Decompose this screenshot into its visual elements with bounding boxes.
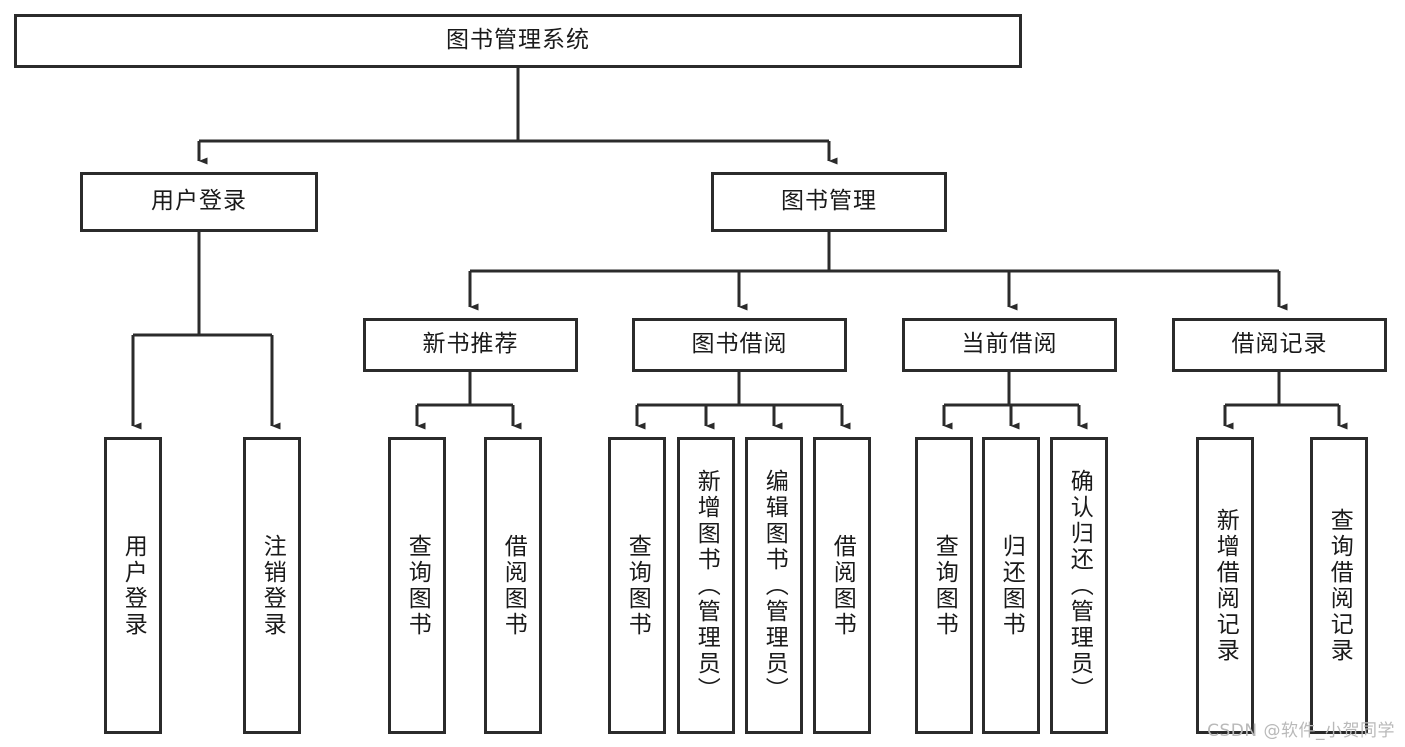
node-leaf-edit-book[interactable]: 编辑图书（管理员） — [745, 437, 803, 734]
node-leaf-user-login[interactable]: 用户登录 — [104, 437, 162, 734]
node-leaf-add-borrow-record[interactable]: 新增借阅记录 — [1196, 437, 1254, 734]
node-book-manage[interactable]: 图书管理 — [711, 172, 947, 232]
node-label-borrow-record: 借阅记录 — [1231, 331, 1328, 358]
node-current-borrow[interactable]: 当前借阅 — [902, 318, 1117, 372]
node-label-new-book-recommend: 新书推荐 — [422, 331, 519, 358]
node-label-leaf-query-book-borrow: 查询图书 — [624, 533, 651, 638]
node-label-leaf-query-book-recommend: 查询图书 — [404, 533, 431, 638]
node-leaf-borrow-book[interactable]: 借阅图书 — [813, 437, 871, 734]
connector-group — [131, 68, 1348, 430]
node-leaf-borrow-book-recommend[interactable]: 借阅图书 — [484, 437, 542, 734]
node-leaf-user-logout[interactable]: 注销登录 — [243, 437, 301, 734]
node-label-leaf-confirm-return: 确认归还（管理员） — [1066, 468, 1093, 703]
node-leaf-query-book-borrow[interactable]: 查询图书 — [608, 437, 666, 734]
node-label-leaf-add-borrow-record: 新增借阅记录 — [1212, 507, 1239, 664]
node-label-root: 图书管理系统 — [446, 27, 590, 54]
node-label-current-borrow: 当前借阅 — [961, 331, 1058, 358]
node-label-leaf-borrow-book-recommend: 借阅图书 — [500, 533, 527, 638]
node-book-borrow[interactable]: 图书借阅 — [632, 318, 847, 372]
node-label-leaf-edit-book: 编辑图书（管理员） — [761, 468, 788, 703]
node-label-leaf-query-borrow-record: 查询借阅记录 — [1326, 507, 1353, 664]
node-label-leaf-return-book: 归还图书 — [998, 533, 1025, 638]
node-leaf-query-book-recommend[interactable]: 查询图书 — [388, 437, 446, 734]
node-label-leaf-add-book: 新增图书（管理员） — [693, 468, 720, 703]
node-user-login[interactable]: 用户登录 — [80, 172, 318, 232]
node-label-leaf-user-login: 用户登录 — [120, 533, 147, 638]
node-label-leaf-query-book-current: 查询图书 — [931, 533, 958, 638]
node-leaf-query-borrow-record[interactable]: 查询借阅记录 — [1310, 437, 1368, 734]
node-leaf-confirm-return[interactable]: 确认归还（管理员） — [1050, 437, 1108, 734]
node-borrow-record[interactable]: 借阅记录 — [1172, 318, 1387, 372]
node-leaf-return-book[interactable]: 归还图书 — [982, 437, 1040, 734]
node-root[interactable]: 图书管理系统 — [14, 14, 1022, 68]
node-label-book-borrow: 图书借阅 — [691, 331, 788, 358]
node-label-leaf-user-logout: 注销登录 — [259, 533, 286, 638]
node-label-leaf-borrow-book: 借阅图书 — [829, 533, 856, 638]
watermark-text: CSDN @软件_小贺同学 — [1207, 721, 1395, 741]
node-leaf-add-book[interactable]: 新增图书（管理员） — [677, 437, 735, 734]
node-label-book-manage: 图书管理 — [781, 188, 877, 215]
node-label-user-login: 用户登录 — [151, 188, 247, 215]
node-leaf-query-book-current[interactable]: 查询图书 — [915, 437, 973, 734]
node-new-book-recommend[interactable]: 新书推荐 — [363, 318, 578, 372]
